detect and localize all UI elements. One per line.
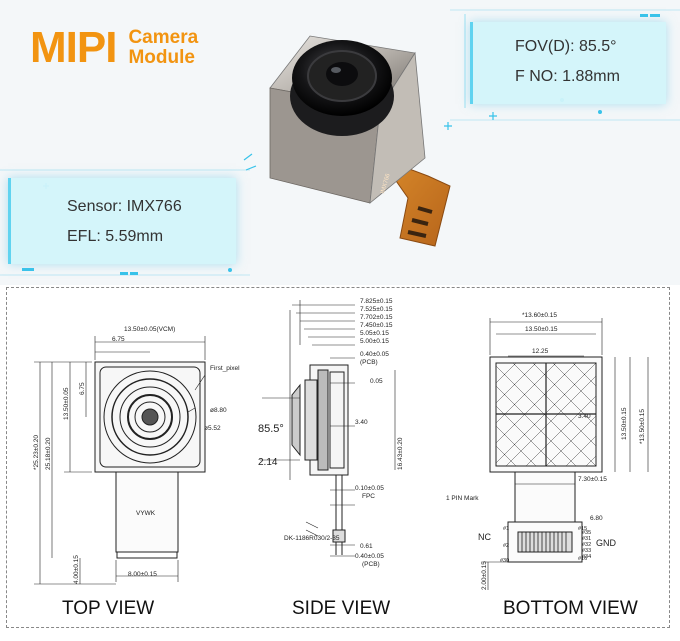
- logo-line-camera: Camera: [128, 27, 199, 48]
- top-dim-total: *25.23±0.20: [33, 435, 40, 470]
- side-pcb-top: (PCB): [360, 359, 378, 366]
- bottom-pin-16: #16: [578, 556, 587, 562]
- bottom-pin-33: #33: [582, 548, 591, 554]
- logo-line-module: Module: [128, 47, 195, 68]
- bottom-pin-32: #32: [582, 542, 591, 548]
- spec-f-number: F NO: 1.88mm: [515, 68, 620, 85]
- side-pcb-bottom: (PCB): [362, 561, 380, 568]
- bottom-pin-34: #34: [582, 554, 591, 560]
- bottom-dim-6-80: 6.80: [590, 515, 603, 522]
- side-dim-10: 0.61: [360, 543, 373, 550]
- side-dim-0: 7.825±0.15: [360, 298, 393, 305]
- side-dim-5: 5.00±0.15: [360, 338, 389, 345]
- hero-banner: MIPI Camera Module FOV(D): 85.5° F NO: 1…: [0, 0, 680, 285]
- spec-panel-optics: FOV(D): 85.5° F NO: 1.88mm: [470, 22, 666, 104]
- technical-drawing: [6, 287, 670, 628]
- bottom-dim-13-50: 13.50±0.15: [525, 326, 558, 333]
- bottom-dim-3-40: 3.40: [578, 413, 591, 420]
- side-dim-8: 3.40: [355, 419, 368, 426]
- side-dim-9: 0.10±0.05: [355, 485, 384, 492]
- bottom-pin-2: #2: [503, 543, 509, 549]
- bottom-pin-35: #35: [582, 530, 591, 536]
- side-dim-3: 7.450±0.15: [360, 322, 393, 329]
- bottom-pin-1: #1: [503, 526, 509, 532]
- camera-module-image: IMX766: [269, 35, 451, 247]
- top-dim-21: 25.18±0.20: [45, 437, 52, 470]
- bottom-pin-30: #30: [500, 558, 509, 564]
- bottom-pin-31: #31: [582, 536, 591, 542]
- logo-subtitle: Camera Module: [128, 28, 198, 68]
- spec-efl: EFL: 5.59mm: [67, 228, 164, 245]
- bottom-view-drawing: [482, 318, 649, 590]
- top-dim-6-75: 6.75: [112, 336, 125, 343]
- bottom-view-label: BOTTOM VIEW: [503, 598, 638, 619]
- bottom-pin-15: #15: [578, 526, 587, 532]
- top-dim-fpc-width: 8.00±0.15: [128, 571, 157, 578]
- bottom-nc: NC: [478, 532, 491, 542]
- spec-fov: FOV(D): 85.5°: [515, 38, 617, 55]
- side-angle: 85.5°: [258, 423, 284, 435]
- side-dim-2: 7.702±0.15: [360, 314, 393, 321]
- top-view-drawing: [34, 336, 206, 585]
- bottom-gnd: GND: [596, 538, 617, 548]
- logo-mipi-text: MIPI: [30, 23, 117, 72]
- bottom-dim-right1: 13.50±0.15: [621, 407, 628, 440]
- side-dim-7: 0.05: [370, 378, 383, 385]
- side-dim-11: 0.40±0.05: [355, 553, 384, 560]
- side-dim-4: 5.05±0.15: [360, 330, 389, 337]
- hero-decoration: [0, 9, 680, 276]
- side-view-drawing: [260, 300, 396, 557]
- top-fpc-label: VYWK: [136, 510, 156, 517]
- side-view-label: SIDE VIEW: [292, 598, 391, 619]
- side-dim-6: 0.40±0.05: [360, 351, 389, 358]
- top-lens-d1: ø8.80: [210, 407, 227, 414]
- side-fpc: FPC: [362, 493, 375, 500]
- top-dim-width: 13.50±0.05(VCM): [124, 326, 175, 333]
- top-lens-d2: ø5.52: [204, 425, 221, 432]
- bottom-dim-top: *13.60±0.15: [522, 312, 557, 319]
- bottom-dim-2: 2.00±0.15: [481, 561, 488, 590]
- side-dim-16: 16.43±0.20: [397, 437, 404, 470]
- spec-sensor: Sensor: IMX766: [67, 198, 182, 215]
- bottom-dim-right2: *13.50±0.15: [639, 409, 646, 444]
- side-connector: DK-1186R030/2-35: [284, 535, 340, 542]
- spec-panel-sensor: Sensor: IMX766 EFL: 5.59mm: [8, 178, 236, 264]
- top-dim-6-75-v: 6.75: [79, 382, 86, 395]
- top-dim-4: 4.00±0.15: [73, 555, 80, 584]
- top-view-label: TOP VIEW: [62, 598, 155, 619]
- side-dim-2-14: 2.14: [258, 457, 278, 468]
- svg-text:IMX766: IMX766: [380, 172, 392, 194]
- bottom-dim-12-25: 12.25: [532, 348, 549, 355]
- side-dim-1: 7.525±0.15: [360, 306, 393, 313]
- top-first-pixel: First_pixel: [210, 365, 240, 372]
- brand-logo: MIPI Camera Module: [30, 26, 198, 70]
- bottom-dim-7-30: 7.30±0.15: [578, 476, 607, 483]
- bottom-pin-mark: 1 PIN Mark: [446, 495, 479, 502]
- top-dim-right-vcm: 13.50±0.05: [63, 387, 70, 420]
